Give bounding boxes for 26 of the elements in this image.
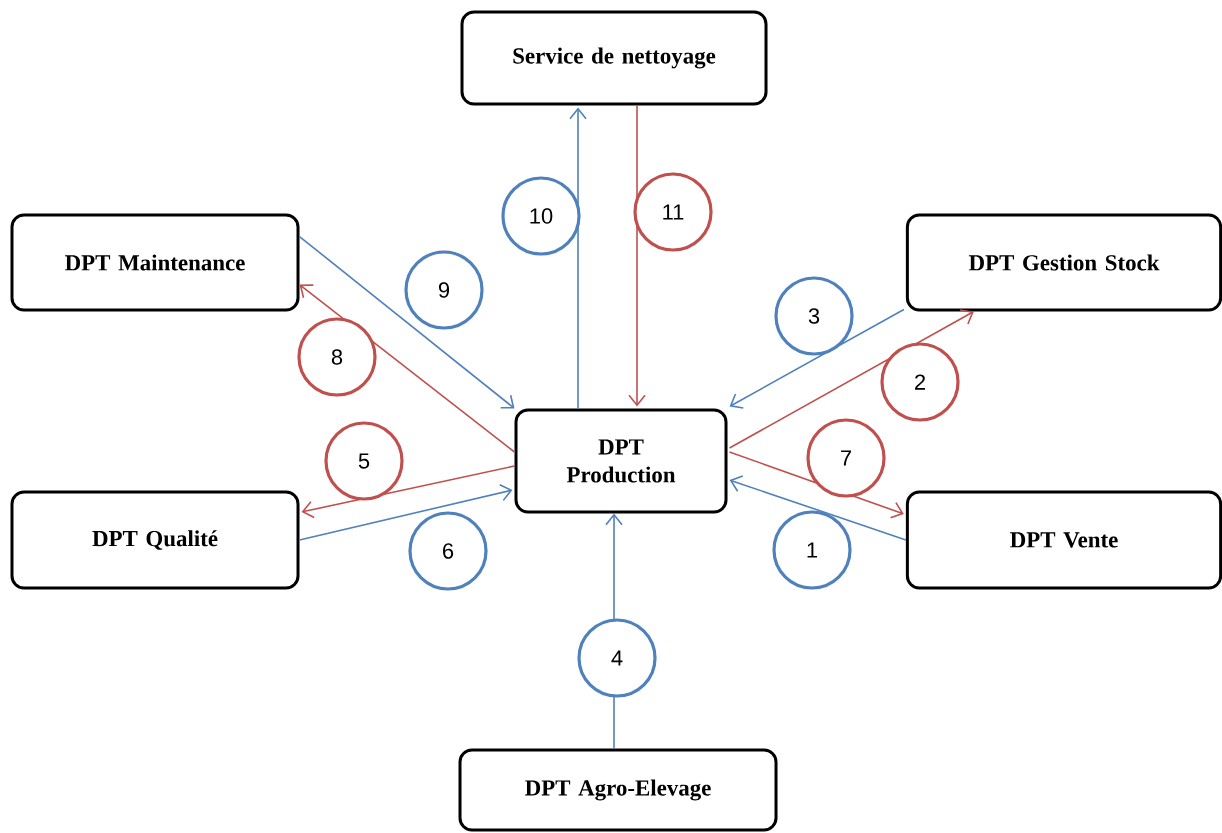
edge-label: 2 [880, 342, 960, 422]
edge-label: 11 [633, 172, 713, 252]
process-box: DPT Qualité [10, 490, 300, 590]
arrow [729, 308, 905, 409]
process-box: DPT Gestion Stock [905, 213, 1222, 312]
edge-label: 5 [324, 421, 404, 501]
process-box: Service de nettoyage [460, 10, 768, 106]
process-box: DPT Vente [905, 490, 1222, 590]
arrow [569, 107, 587, 410]
process-box: DPT Production [514, 408, 728, 514]
edge-label: 3 [774, 276, 854, 356]
arrow [628, 104, 646, 407]
arrow [298, 235, 515, 409]
arrow [301, 465, 516, 519]
process-box: DPT Agro-Elevage [458, 748, 778, 832]
arrow [729, 475, 907, 541]
edge-label: 10 [501, 176, 581, 256]
edge-label: 9 [404, 250, 484, 330]
edge-label: 1 [772, 510, 852, 590]
process-box: DPT Maintenance [10, 213, 300, 312]
arrow [298, 484, 513, 541]
arrow [728, 309, 974, 449]
edge-label: 7 [806, 418, 886, 498]
edge-label: 6 [408, 511, 488, 591]
edge-label: 8 [297, 317, 377, 397]
edge-label: 4 [577, 618, 657, 698]
